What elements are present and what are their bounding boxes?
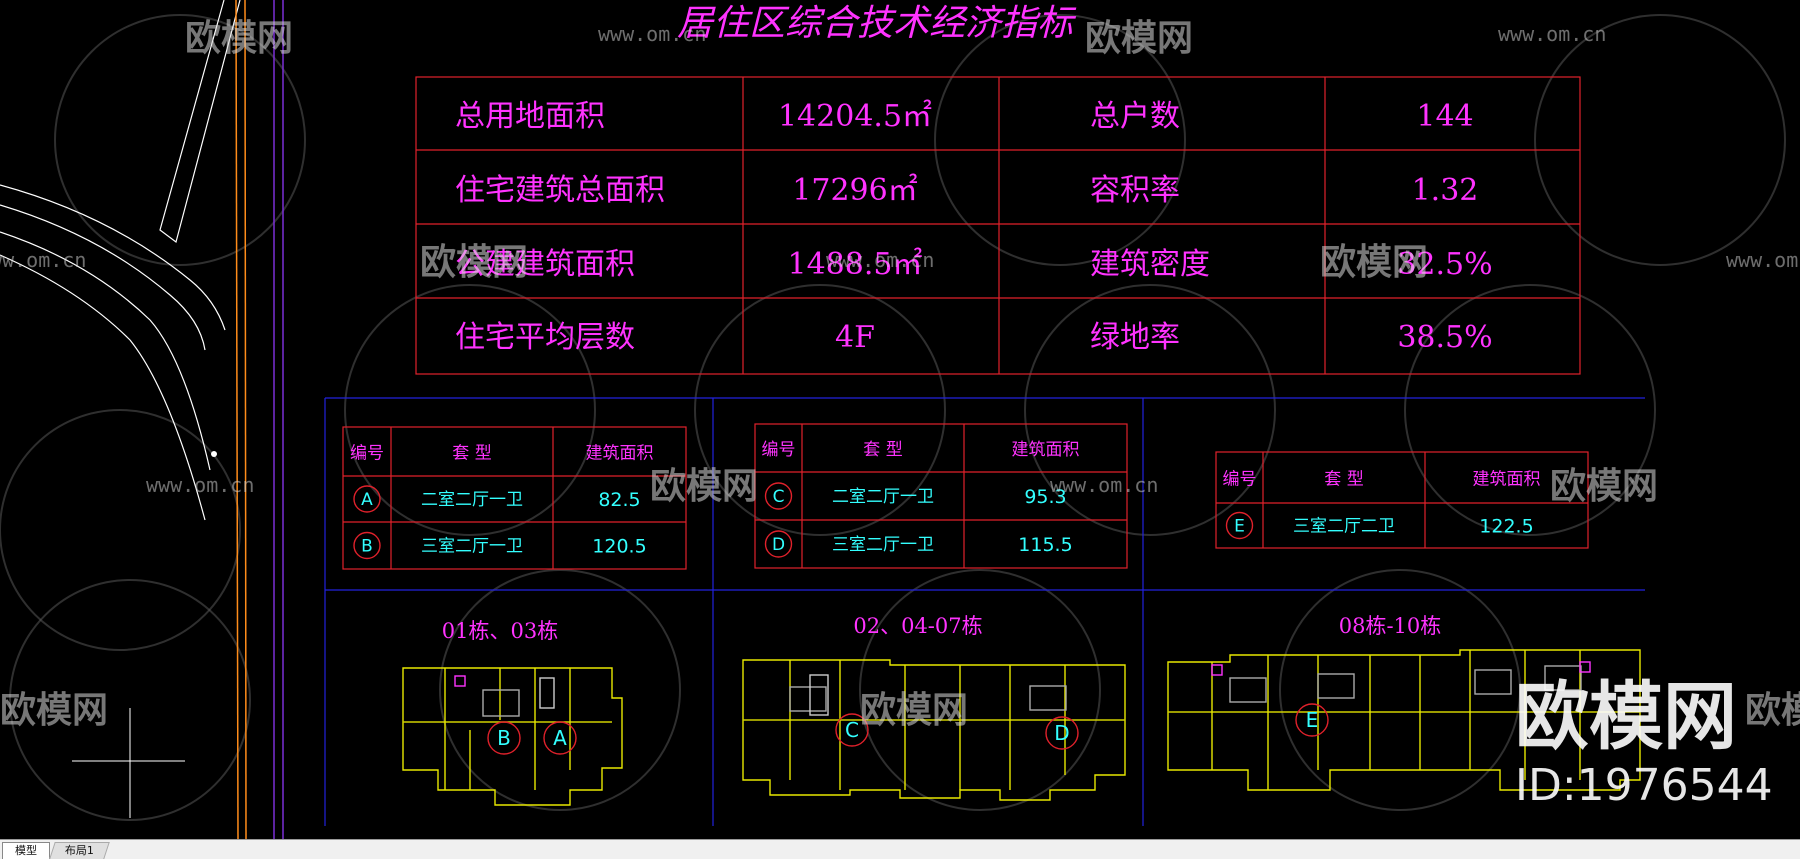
watermark-brand: 欧模网 — [1085, 18, 1193, 59]
plan-unit-label: B — [497, 726, 511, 750]
plan-unit-circle — [1045, 716, 1079, 750]
watermark-brand: 欧模网 — [1550, 466, 1658, 507]
unit-id-circle — [353, 531, 381, 560]
indicator-cell: 38.5% — [1397, 320, 1492, 355]
watermark-brand: 欧模网 — [0, 690, 108, 731]
unit-type: 二室二厅一卫 — [421, 490, 523, 510]
ucs-crosshair-icon — [72, 708, 185, 818]
unit-table-2 — [754, 423, 1128, 569]
indicator-cell: 公建建筑面积 — [455, 247, 635, 282]
plan-unit-circle — [543, 721, 577, 755]
building-group-title-2: 02、04-07栋 — [853, 614, 982, 638]
watermark-url: www.om.cn — [0, 248, 86, 272]
watermark-url: www.om.cn — [598, 22, 706, 46]
indicator-cell: 1488.5㎡ — [788, 247, 923, 282]
watermark-url: www.om.cn — [1050, 473, 1158, 497]
tab-model[interactable]: 模型 — [2, 842, 50, 859]
floor-plan-1 — [402, 667, 623, 806]
plan-unit-label: A — [553, 726, 567, 750]
main-table-cells: 总用地面积 14204.5㎡ 总户数 144 住宅建筑总面积 17296㎡ 容积率 1.32 公… — [455, 99, 1493, 355]
unit-id-circle — [353, 485, 381, 513]
unit-table-header: 建筑面积 — [586, 444, 654, 464]
unit-area: 95.3 — [1024, 486, 1066, 508]
watermark-circles — [0, 14, 1786, 821]
floor-plan-3 — [1167, 649, 1641, 791]
unit-id-circle — [764, 482, 793, 510]
plan-unit-label: E — [1306, 708, 1319, 732]
unit-type: 三室二厅二卫 — [1293, 517, 1395, 537]
unit-table-header: 编号 — [762, 440, 796, 460]
indicator-cell: 4F — [835, 320, 875, 355]
indicator-cell: 144 — [1416, 99, 1473, 134]
building-group-title-1: 01栋、03栋 — [442, 619, 558, 643]
unit-id: C — [773, 487, 785, 507]
plan-unit-circle — [1295, 703, 1329, 737]
main-indicator-table — [415, 76, 1581, 375]
indicator-cell: 住宅平均层数 — [455, 320, 635, 355]
watermark-brand: 欧模网 — [650, 466, 758, 507]
watermark-url: www.om.cn — [146, 473, 254, 497]
survey-point — [211, 451, 217, 457]
indicator-cell: 总用地面积 — [455, 99, 605, 134]
unit-table-header: 建筑面积 — [1012, 440, 1080, 460]
unit-area: 115.5 — [1018, 534, 1072, 556]
layout-tab-bar: 模型 布局1 — [0, 839, 1800, 859]
unit-table-header: 编号 — [350, 444, 384, 464]
drawing-canvas[interactable]: 居住区综合技术经济指标 总用地面积 14204.5㎡ 总户数 144 住宅建筑总面积 17… — [0, 0, 1800, 839]
plan-unit-label: D — [1054, 721, 1069, 745]
watermark-url: www.om.cn — [1498, 22, 1606, 46]
panel-grid — [324, 397, 1645, 826]
unit-id: E — [1234, 517, 1245, 537]
unit-table-header: 建筑面积 — [1473, 470, 1541, 490]
indicator-cell: 14204.5㎡ — [778, 99, 932, 134]
watermark-brand: 欧模网 — [1320, 242, 1428, 283]
unit-id-circle — [764, 530, 793, 558]
indicator-cell: 容积率 — [1090, 173, 1180, 208]
indicator-cell: 32.5% — [1397, 247, 1492, 282]
unit-type: 三室二厅一卫 — [421, 537, 523, 557]
unit-table-1 — [342, 426, 687, 570]
plan-unit-circle — [835, 713, 869, 747]
unit-id: A — [361, 490, 373, 510]
indicator-cell: 17296㎡ — [792, 173, 917, 208]
watermark-big-brand: 欧模网 — [1515, 674, 1737, 760]
building-group-title-3: 08栋-10栋 — [1339, 614, 1442, 638]
watermark-id: ID:1976544 — [1515, 760, 1773, 811]
road-lines — [0, 0, 241, 521]
unit-area: 82.5 — [598, 489, 640, 511]
watermark-brand: 欧模网 — [1745, 690, 1800, 731]
watermark-url: www.om.cn — [826, 248, 934, 272]
plan-unit-circle — [487, 721, 521, 755]
boundary-lines — [235, 0, 284, 839]
tab-layout1[interactable]: 布局1 — [49, 842, 110, 859]
unit-table-header: 套 型 — [452, 444, 491, 464]
indicator-cell: 建筑密度 — [1090, 247, 1210, 282]
unit-type: 二室二厅一卫 — [832, 487, 934, 507]
unit-id-circle — [1225, 511, 1254, 540]
floor-plan-2 — [742, 659, 1126, 801]
unit-id: B — [361, 537, 373, 557]
watermark-url: www.om.cn — [1726, 248, 1800, 272]
plan-unit-label: C — [845, 718, 859, 742]
watermark-brand: 欧模网 — [860, 690, 968, 731]
unit-table-3 — [1215, 451, 1589, 549]
watermark-brand: 欧模网 — [185, 18, 293, 59]
watermark-brand: 欧模网 — [420, 242, 528, 283]
unit-type: 三室二厅一卫 — [832, 535, 934, 555]
cad-viewport[interactable]: 居住区综合技术经济指标 总用地面积 14204.5㎡ 总户数 144 住宅建筑总面积 17… — [0, 0, 1800, 839]
unit-table-header: 套 型 — [863, 440, 902, 460]
unit-id: D — [772, 535, 785, 555]
unit-table-header: 编号 — [1223, 470, 1257, 490]
unit-table-header: 套 型 — [1324, 470, 1363, 490]
indicator-cell: 住宅建筑总面积 — [455, 173, 665, 208]
unit-area: 122.5 — [1479, 516, 1533, 538]
unit-area: 120.5 — [592, 536, 646, 558]
main-table-title: 居住区综合技术经济指标 — [677, 3, 1077, 44]
watermark-group: 欧模网 欧模网 欧模网 欧模网 欧模网 欧模网 欧模网 欧模网 欧模网 www.… — [0, 18, 1800, 811]
indicator-cell: 总户数 — [1090, 99, 1180, 134]
indicator-cell: 绿地率 — [1090, 320, 1180, 355]
indicator-cell: 1.32 — [1412, 173, 1479, 208]
